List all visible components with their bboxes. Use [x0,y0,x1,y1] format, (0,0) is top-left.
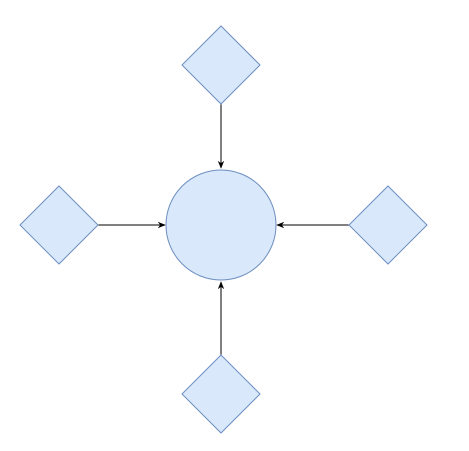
hub-circle[interactable] [165,169,277,281]
spoke-diamond-top[interactable] [181,25,261,105]
spoke-diamond-left[interactable] [19,185,99,265]
spoke-diamond-bottom[interactable] [181,354,261,434]
spoke-diamond-right[interactable] [348,185,428,265]
